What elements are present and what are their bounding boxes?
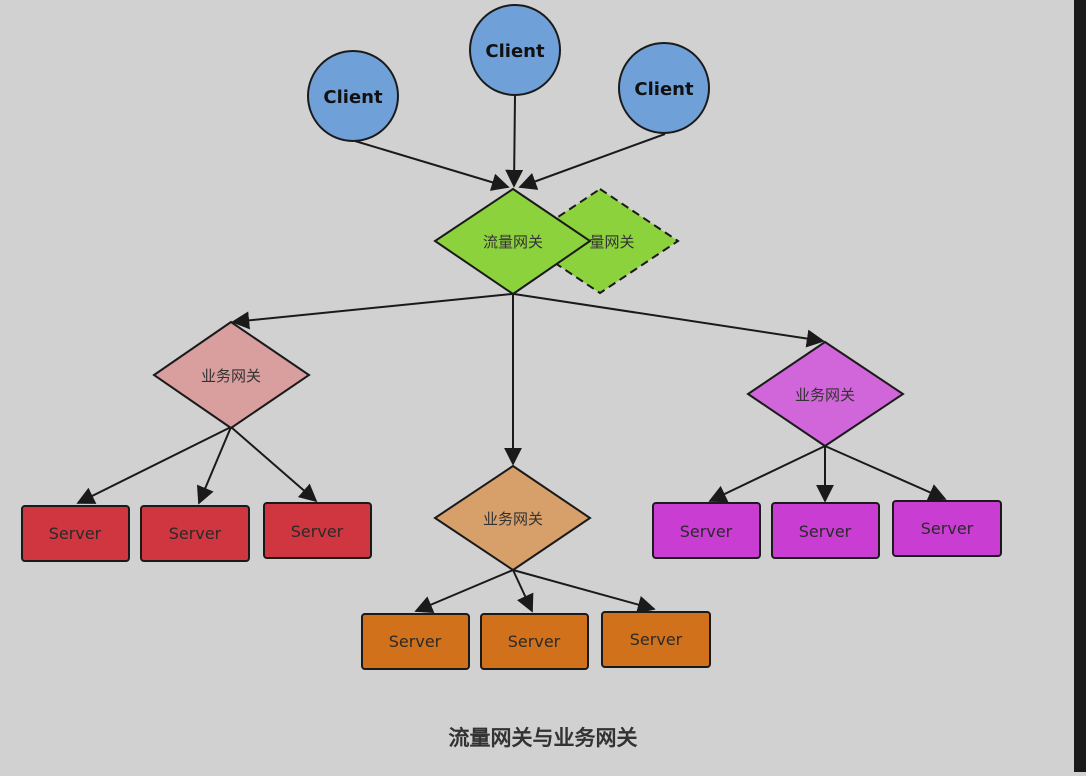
server-box [601, 611, 711, 668]
arrow-client-top-to-traffic-gateway [505, 95, 524, 188]
server-label: Server [921, 519, 974, 538]
server-box [140, 505, 250, 562]
connectors [76, 95, 947, 614]
arrow-traffic-to-business-right [513, 293, 825, 348]
arrow-traffic-to-business-left [231, 293, 513, 330]
server-label: Server [508, 632, 561, 651]
business-gateway-diamond [746, 340, 905, 448]
traffic-gateway-backup-label: 量网关 [589, 233, 634, 251]
window-edge [1074, 0, 1086, 772]
server-group-mid: Server Server Server [361, 611, 711, 670]
client-circle [618, 42, 710, 134]
client-circle [469, 4, 561, 96]
client-label: Client [485, 41, 545, 62]
server-label: Server [630, 630, 683, 649]
server-node: Server [652, 502, 761, 559]
business-gateway-diamond [433, 464, 592, 572]
server-label: Server [169, 524, 222, 543]
arrow-business-right-to-server-3 [824, 445, 947, 501]
server-node: Server [263, 502, 372, 559]
server-box [892, 500, 1002, 557]
client-node-top: Client [469, 4, 561, 96]
server-label: Server [680, 522, 733, 541]
arrow-client-left-to-traffic-gateway [354, 140, 510, 191]
server-node: Server [21, 505, 130, 562]
server-node: Server [480, 613, 589, 670]
business-gateway-label: 业务网关 [201, 367, 261, 385]
server-node: Server [601, 611, 711, 668]
diagram-caption: 流量网关与业务网关 [449, 726, 638, 750]
client-node-right: Client [618, 42, 710, 134]
server-node: Server [771, 502, 880, 559]
business-gateway-mid: 业务网关 [433, 464, 592, 572]
arrow-business-left-to-server-2 [196, 426, 232, 505]
arrow-client-right-to-traffic-gateway [518, 133, 666, 190]
arrow-business-right-to-server-1 [708, 445, 826, 503]
business-gateway-label: 业务网关 [483, 510, 543, 528]
arrow-business-left-to-server-3 [230, 426, 318, 503]
client-label: Client [634, 79, 694, 100]
business-gateway-left: 业务网关 [152, 320, 311, 430]
server-group-right: Server Server Server [652, 500, 1002, 559]
traffic-gateway: 流量网关 [433, 187, 592, 296]
server-box [771, 502, 880, 559]
business-gateway-right: 业务网关 [746, 340, 905, 448]
server-box [652, 502, 761, 559]
client-circle [307, 50, 399, 142]
traffic-gateway-diamond [433, 187, 592, 296]
business-gateway-diamond [152, 320, 311, 430]
server-box [480, 613, 589, 670]
server-box [263, 502, 372, 559]
server-box [361, 613, 470, 670]
server-label: Server [389, 632, 442, 651]
arrow-business-mid-to-server-1 [414, 569, 514, 613]
server-box [21, 505, 130, 562]
client-node-left: Client [307, 50, 399, 142]
server-group-left: Server Server Server [21, 502, 372, 562]
traffic-gateway-label: 流量网关 [483, 233, 543, 251]
server-label: Server [49, 524, 102, 543]
server-node: Server [892, 500, 1002, 557]
server-label: Server [291, 522, 344, 541]
server-label: Server [799, 522, 852, 541]
server-node: Server [140, 505, 250, 562]
arrow-business-left-to-server-1 [76, 426, 232, 504]
business-gateway-label: 业务网关 [795, 386, 855, 404]
server-node: Server [361, 613, 470, 670]
arrow-business-mid-to-server-2 [512, 569, 534, 613]
client-label: Client [323, 87, 383, 108]
arrow-business-mid-to-server-3 [512, 569, 656, 614]
